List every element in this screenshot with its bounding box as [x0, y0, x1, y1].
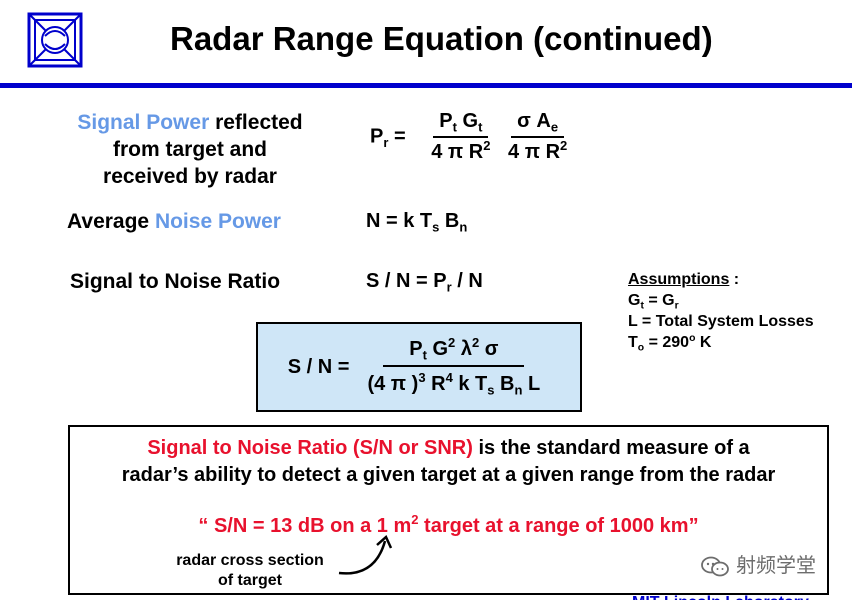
gain-fraction: Pt Gt 4 π R2: [431, 110, 491, 163]
snr-term: Signal to Noise Ratio (S/N or SNR): [147, 437, 473, 459]
snr-label: Signal to Noise Ratio: [70, 270, 281, 293]
signal-power-label: Signal Power reflected from target and r…: [77, 111, 303, 188]
snr-equation-box: S / N = Pt G2 λ2 σ (4 π )3 R4 k Ts Bn L: [256, 322, 582, 412]
noise-power-highlight: Noise Power: [154, 210, 281, 233]
noise-power-equation: N = k Ts Bn: [366, 210, 468, 235]
assumptions-heading: Assumptions: [628, 271, 730, 288]
mit-ll-logo: [27, 12, 83, 68]
signal-power-highlight: Signal Power: [77, 111, 210, 134]
title-rule: [0, 83, 852, 88]
assumptions: Assumptions : Gt = Gr L = Total System L…: [628, 271, 814, 354]
callout-arrow-icon: [338, 534, 393, 575]
snr-definition: Signal to Noise Ratio (S/N or SNR) is th…: [121, 437, 776, 486]
average-noise-label: Average Noise Power: [67, 210, 281, 233]
snr-example: “ S/N = 13 dB on a 1 m2 target at a rang…: [198, 512, 699, 537]
snr-simple-equation: S / N = Pr / N: [366, 270, 483, 295]
chat-bubbles-icon: [701, 556, 729, 577]
snr-fraction: Pt G2 λ2 σ (4 π )3 R4 k Ts Bn L: [367, 335, 541, 398]
rcs-annotation: radar cross section of target: [176, 552, 324, 589]
footer-text: MIT Lincoln Laboratory: [632, 594, 832, 600]
received-power-equation: Pr = Pt Gt 4 π R2 σ Ae 4 π R2: [370, 110, 573, 164]
aperture-fraction: σ Ae 4 π R2: [508, 110, 568, 163]
watermark: 射频学堂: [700, 549, 816, 579]
page-title: Radar Range Equation (continued): [170, 20, 713, 57]
